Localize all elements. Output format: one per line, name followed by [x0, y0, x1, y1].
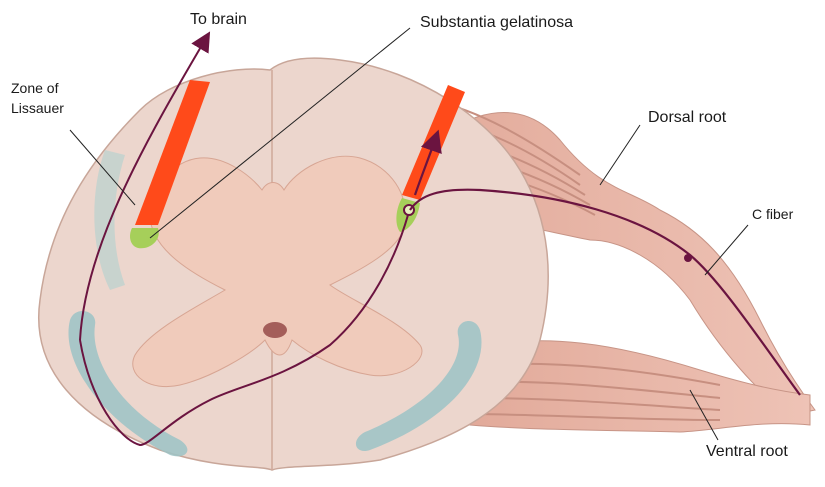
c-fiber-cell-body: [684, 254, 692, 262]
label-zone-of-lissauer-1: Zone of: [11, 80, 58, 97]
label-zone-of-lissauer-2: Lissauer: [11, 100, 64, 117]
label-dorsal-root: Dorsal root: [648, 108, 726, 127]
label-substantia-gelatinosa: Substantia gelatinosa: [420, 13, 573, 32]
label-ventral-root: Ventral root: [706, 442, 788, 461]
central-canal: [263, 322, 287, 338]
label-to-brain: To brain: [190, 10, 247, 29]
label-c-fiber: C fiber: [752, 206, 793, 223]
